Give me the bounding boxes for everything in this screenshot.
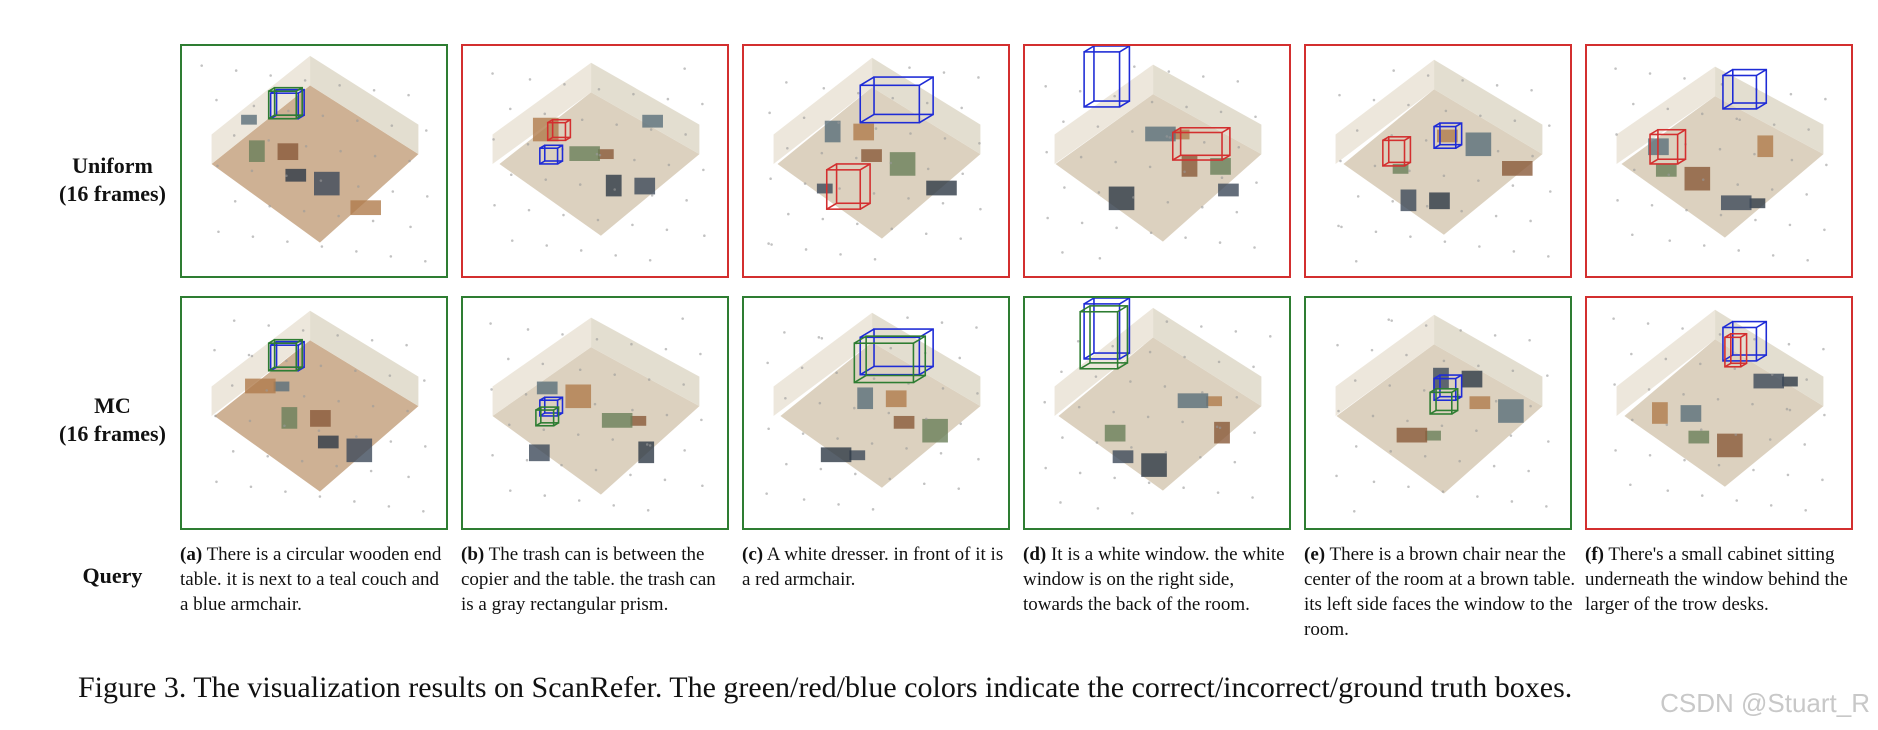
predicted-box [1724,332,1748,368]
caption-f: (f) There's a small cabinet sitting unde… [1585,542,1857,617]
watermark: CSDN @Stuart_R [1660,688,1870,718]
row-label-query: Query [82,563,143,588]
caption-e: (e) There is a brown chair near the cent… [1304,542,1576,642]
caption-c-tag: (c) [742,544,764,565]
predicted-box [825,163,871,210]
scene-render [1612,309,1826,512]
caption-f-tag: (f) [1585,544,1604,565]
predicted-box [267,338,303,372]
predicted-box [1429,388,1459,415]
scene-panel-uniform-c [742,44,1010,278]
scene-panel-uniform-a [180,44,448,278]
scene-render [767,57,982,261]
predicted-box [1079,305,1129,370]
scene-panel-mc-c [742,296,1010,530]
scene-render [1614,66,1828,262]
predicted-box [535,406,560,427]
predicted-box [1171,126,1231,161]
caption-b: (b) The trash can is between the copier … [461,542,733,617]
scene-render [200,55,429,263]
row-label-uniform-line2: (16 frames) [59,181,166,206]
scene-panel-uniform-b [461,44,729,278]
caption-e-tag: (e) [1304,544,1326,565]
predicted-box [1649,128,1687,165]
caption-c-text: A white dresser. in front of it is a red… [742,544,1004,590]
scene-render [1043,298,1272,515]
scene-panel-uniform-e [1304,44,1572,278]
ground-truth-box [1083,298,1131,360]
scene-render [1335,59,1552,263]
caption-d-tag: (d) [1023,544,1047,565]
caption-a-text: There is a circular wooden end table. it… [180,544,442,615]
scene-panel-uniform-d [1023,44,1291,278]
scene-render [489,317,704,512]
figure-caption: Figure 3. The visualization results on S… [78,671,1573,704]
row-label-mc-line2: (16 frames) [59,421,166,446]
scene-panel-mc-f [1585,296,1853,530]
caption-e-text: There is a brown chair near the center o… [1304,544,1576,640]
row-label-mc: MC (16 frames) [40,392,185,448]
predicted-box [546,118,572,142]
caption-b-tag: (b) [461,544,485,565]
scene-panel-mc-e [1304,296,1572,530]
caption-d: (d) It is a white window. the white wind… [1023,542,1295,617]
caption-a-tag: (a) [180,544,203,565]
scene-render [1335,314,1550,513]
caption-d-text: It is a white window. the white window i… [1023,544,1285,615]
ground-truth-box [539,144,564,165]
scene-panel-mc-a [180,296,448,530]
row-label-uniform: Uniform (16 frames) [40,152,185,208]
caption-b-text: The trash can is between the copier and … [461,544,716,615]
scene-panel-mc-d [1023,296,1291,530]
ground-truth-box [1433,122,1463,150]
scene-render [765,312,981,511]
row-label-mc-line1: MC [94,393,131,418]
ground-truth-box [1083,46,1131,108]
ground-truth-box [1722,68,1768,110]
predicted-box [267,86,303,120]
caption-c: (c) A white dresser. in front of it is a… [742,542,1014,592]
predicted-box [1382,136,1412,167]
caption-a: (a) There is a circular wooden end table… [180,542,452,617]
row-label-uniform-line1: Uniform [72,153,153,178]
scene-panel-mc-b [461,296,729,530]
scene-panel-uniform-f [1585,44,1853,278]
scene-render [211,310,427,513]
scene-render [491,62,706,262]
predicted-box [853,335,927,384]
caption-f-text: There's a small cabinet sitting undernea… [1585,544,1848,615]
ground-truth-box [859,76,934,124]
scene-render [1044,46,1262,260]
